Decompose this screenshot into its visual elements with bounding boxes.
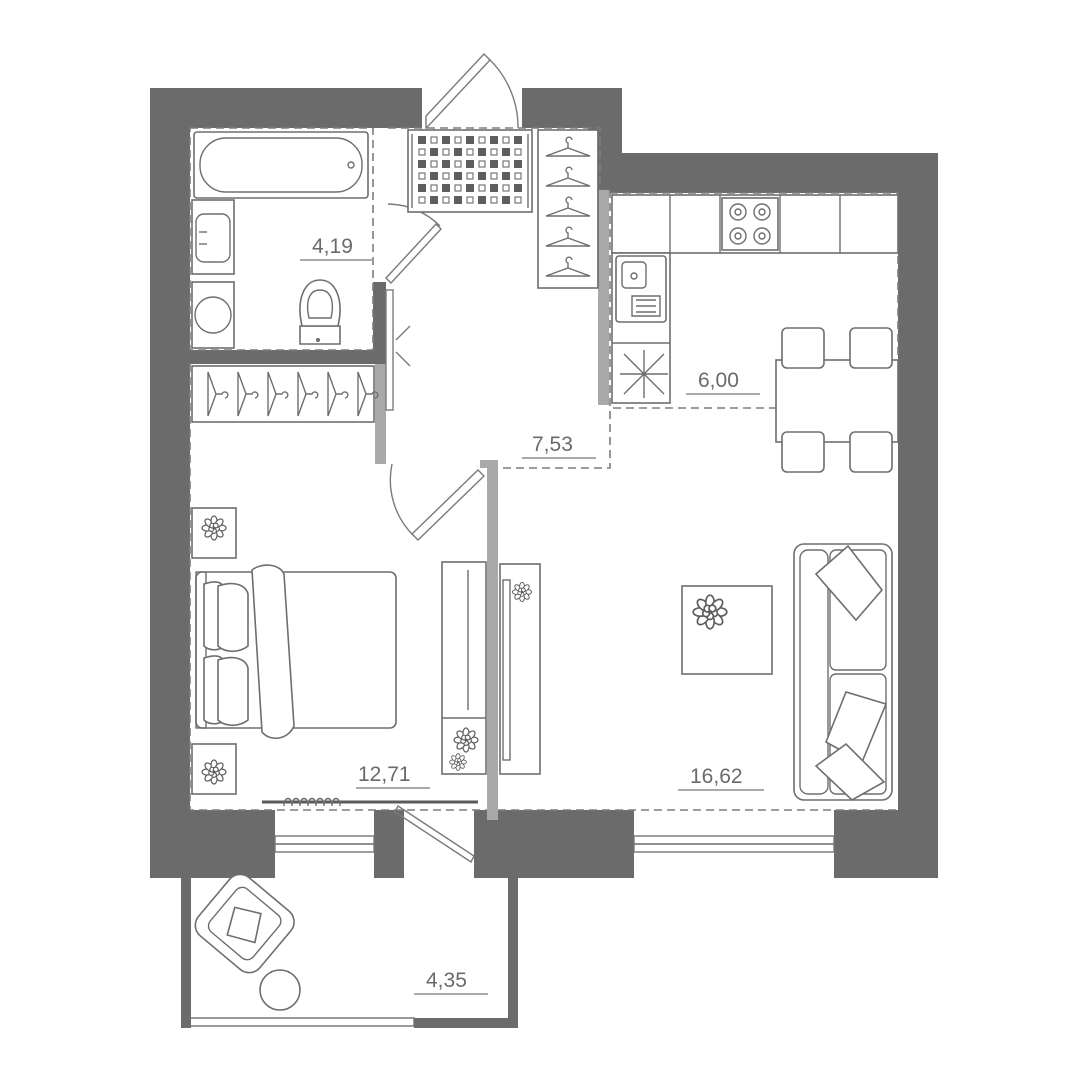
dining-table	[775, 359, 899, 443]
door-icon	[385, 203, 442, 285]
hallway: 7,53	[407, 129, 599, 459]
washing-machine-icon	[191, 281, 235, 349]
partition-hall-left	[375, 364, 386, 464]
kitchen-sink-icon	[615, 255, 667, 323]
hanger-icon	[357, 371, 379, 417]
pillow-icon	[814, 742, 886, 801]
plant-icon	[201, 759, 227, 785]
plant-icon	[511, 581, 533, 603]
bathtub-icon	[193, 131, 369, 199]
sofa-icon	[793, 543, 893, 801]
plant-icon	[692, 594, 728, 630]
pillow-icon	[814, 544, 884, 622]
hallway-area-label: 7,53	[532, 433, 573, 456]
wall-bottom-d	[834, 810, 938, 878]
partition-hall-stub	[480, 460, 498, 468]
wall-bottom-b	[374, 810, 404, 878]
armchair-icon	[194, 873, 295, 974]
door-icon	[385, 289, 411, 411]
hanger-icon	[327, 371, 349, 417]
sink-icon	[191, 199, 235, 275]
kitchen: 6,00	[611, 194, 899, 473]
wardrobe-hall	[537, 129, 599, 289]
plant-icon	[453, 727, 479, 753]
windows	[274, 835, 835, 853]
partition-bath-right	[373, 282, 386, 364]
balcony-wall-right	[508, 878, 518, 1028]
interior-partitions	[190, 190, 609, 820]
chair-icon	[781, 327, 825, 369]
wall-bottom-a	[150, 810, 275, 878]
hanger-icon	[267, 371, 289, 417]
door-icon	[425, 52, 519, 130]
hanger-icon	[545, 256, 591, 277]
partition-bedroom-living	[487, 462, 498, 820]
tv-stand	[499, 563, 541, 775]
wall-bottom-c	[474, 810, 634, 878]
hanger-icon	[545, 226, 591, 247]
bed-icon	[195, 564, 397, 739]
living-room: 16,62	[499, 543, 893, 801]
radiator-icon	[262, 797, 478, 807]
bathroom-area-label: 4,19	[312, 235, 353, 258]
chair-icon	[849, 431, 893, 473]
tv-console	[441, 561, 487, 775]
plant-icon	[201, 515, 227, 541]
bedroom-area-label: 12,71	[358, 763, 411, 786]
balcony-wall-left	[181, 878, 191, 1028]
window-icon	[633, 835, 835, 853]
hanger-icon	[207, 371, 229, 417]
partition-bath-bottom	[190, 350, 386, 364]
bathroom: 4,19	[191, 131, 372, 349]
balcony: 4,35	[194, 873, 488, 1011]
wardrobe-bedroom	[191, 365, 379, 423]
doormat-icon	[407, 129, 533, 213]
plants	[201, 515, 728, 785]
balcony-area-label: 4,35	[426, 969, 467, 992]
toilet-icon	[299, 279, 341, 345]
kitchen-area-label: 6,00	[698, 369, 739, 392]
balcony-rail	[185, 1017, 415, 1027]
door-icon	[394, 804, 475, 864]
side-table	[259, 969, 301, 1011]
hanger-icon	[545, 136, 591, 157]
kitchen-zone	[610, 192, 899, 409]
door-icon	[389, 463, 485, 541]
wall-top-left	[150, 88, 422, 128]
coffee-table	[681, 585, 773, 675]
living-area-label: 16,62	[690, 765, 743, 788]
hanger-icon	[297, 371, 319, 417]
wall-left	[150, 88, 190, 878]
wall-top-right	[588, 153, 938, 193]
plant-icon	[449, 753, 467, 771]
exterior-walls	[150, 88, 938, 1028]
chair-icon	[849, 327, 893, 369]
hanger-icon	[237, 371, 259, 417]
fridge-icon	[620, 350, 668, 398]
hanger-icon	[545, 196, 591, 217]
chair-icon	[781, 431, 825, 473]
bedroom: 12,71	[191, 365, 487, 807]
bathroom-zone	[189, 127, 374, 351]
partition-kitchen	[598, 190, 609, 405]
pillow-icon	[217, 656, 249, 727]
window-icon	[274, 835, 375, 853]
wall-right	[898, 153, 938, 878]
hanger-icon	[545, 166, 591, 187]
pillow-icon	[217, 582, 249, 653]
bedroom-zone	[189, 364, 487, 811]
zone-outlines	[189, 127, 899, 811]
doors	[385, 52, 519, 864]
balcony-wall-bottom	[414, 1018, 518, 1028]
stove-icon	[721, 197, 779, 251]
hallway-zone	[388, 127, 611, 469]
